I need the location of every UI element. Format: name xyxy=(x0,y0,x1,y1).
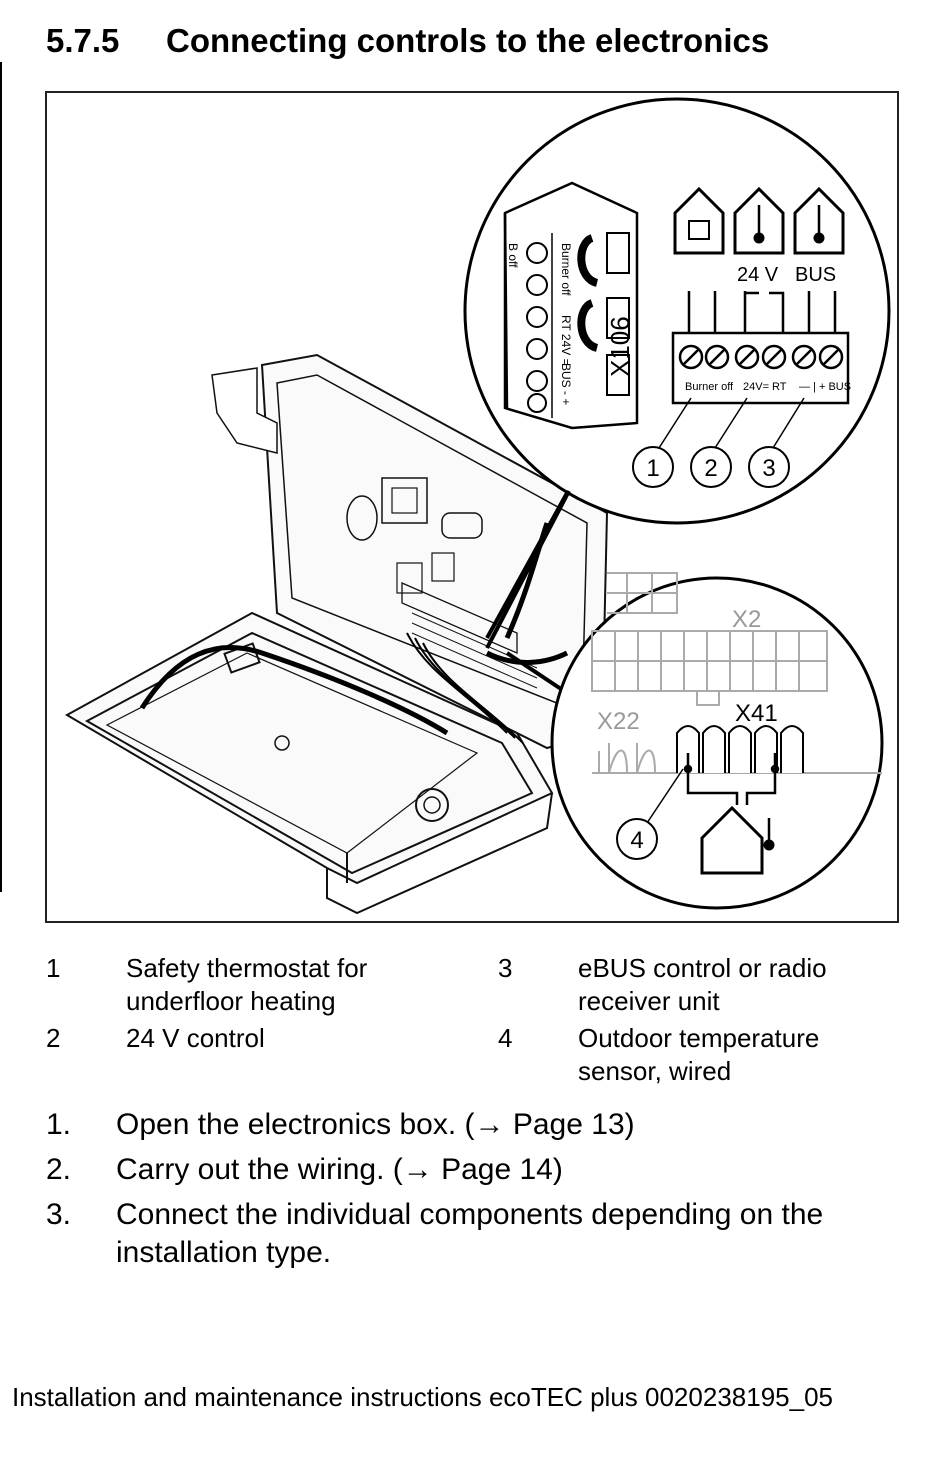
callout-leader-4 xyxy=(646,768,684,824)
top-magnifier: B off Burner off RT 24V = BUS - + X106 2… xyxy=(463,97,891,649)
legend-text: Outdoor temperature sensor, wired xyxy=(578,1023,820,1086)
legend-number: 4 xyxy=(498,1023,513,1053)
terminal-label-24v-rt: 24V= RT xyxy=(743,381,787,393)
step-number: 1. xyxy=(46,1108,72,1141)
step-text: Open the electronics box. (→ Page 13) xyxy=(116,1108,635,1141)
legend-number: 3 xyxy=(498,953,513,983)
house-control-icons xyxy=(673,186,845,255)
plug-label-rt: RT 24V = xyxy=(559,315,573,366)
margin-rule xyxy=(0,62,2,892)
legend-item: 1 Safety thermostat for underfloor heati… xyxy=(46,952,466,1022)
callout-1: 1 xyxy=(632,446,674,488)
step-text: Connect the individual components depend… xyxy=(116,1198,824,1269)
callout-leaders-top xyxy=(658,397,805,449)
instruction-steps: 1. Open the electronics box. (→ Page 13)… xyxy=(46,1106,906,1279)
bottom-magnifier: X2 X22 X41 xyxy=(550,572,884,910)
legend-text: 24 V control xyxy=(126,1023,265,1053)
section-heading: 5.7.5 Connecting controls to the electron… xyxy=(46,22,769,60)
connector-id-x106: X106 xyxy=(605,316,635,377)
step-text: Carry out the wiring. (→ Page 14) xyxy=(116,1153,563,1186)
svg-text:1: 1 xyxy=(646,455,659,482)
legend-item: 2 24 V control xyxy=(46,1022,466,1062)
terminal-block xyxy=(671,331,850,405)
label-24v: 24 V xyxy=(737,264,779,286)
svg-text:3: 3 xyxy=(762,455,775,482)
label-bus-top: BUS xyxy=(795,264,836,286)
terminal-wires xyxy=(687,291,837,333)
terminal-label-burner-off: Burner off xyxy=(685,381,734,393)
legend-text: Safety thermostat for underfloor heating xyxy=(126,953,368,1016)
instruction-step: 3. Connect the individual components dep… xyxy=(46,1196,906,1272)
instruction-step: 2. Carry out the wiring. (→ Page 14) xyxy=(46,1151,906,1189)
label-x41: X41 xyxy=(735,700,778,727)
page-footer: Installation and maintenance instruction… xyxy=(12,1382,833,1412)
electronics-box-drawing xyxy=(64,353,609,915)
plug-label-b-off: B off xyxy=(506,243,520,268)
wiring-diagram-svg: B off Burner off RT 24V = BUS - + X106 2… xyxy=(64,97,891,915)
callout-3: 3 xyxy=(748,446,790,488)
x41-pins xyxy=(676,725,804,773)
step-number: 3. xyxy=(46,1198,72,1231)
legend-number: 1 xyxy=(46,953,61,983)
terminal-label-bus: — | + BUS xyxy=(799,381,851,393)
legend-item: 3 eBUS control or radio receiver unit xyxy=(498,952,898,1022)
outdoor-sensor-icon xyxy=(700,805,775,875)
legend-number: 2 xyxy=(46,1023,61,1053)
svg-text:4: 4 xyxy=(630,827,643,854)
step-number: 2. xyxy=(46,1153,72,1186)
callout-2: 2 xyxy=(690,446,732,488)
section-number: 5.7.5 xyxy=(46,22,120,59)
callout-4: 4 xyxy=(616,818,658,860)
label-x22: X22 xyxy=(597,708,640,735)
legend-text: eBUS control or radio receiver unit xyxy=(578,953,827,1016)
plug-label-burner-off: Burner off xyxy=(559,243,573,296)
instruction-step: 1. Open the electronics box. (→ Page 13) xyxy=(46,1106,906,1144)
label-x2: X2 xyxy=(732,606,761,633)
plug-label-bus: BUS - + xyxy=(559,363,573,405)
terminal-plug-drawing xyxy=(503,181,639,430)
section-title: Connecting controls to the electronics xyxy=(166,22,770,59)
svg-text:2: 2 xyxy=(704,455,717,482)
legend-item: 4 Outdoor temperature sensor, wired xyxy=(498,1022,898,1092)
wiring-diagram-figure: B off Burner off RT 24V = BUS - + X106 2… xyxy=(45,91,899,923)
sensor-wires xyxy=(683,753,780,805)
